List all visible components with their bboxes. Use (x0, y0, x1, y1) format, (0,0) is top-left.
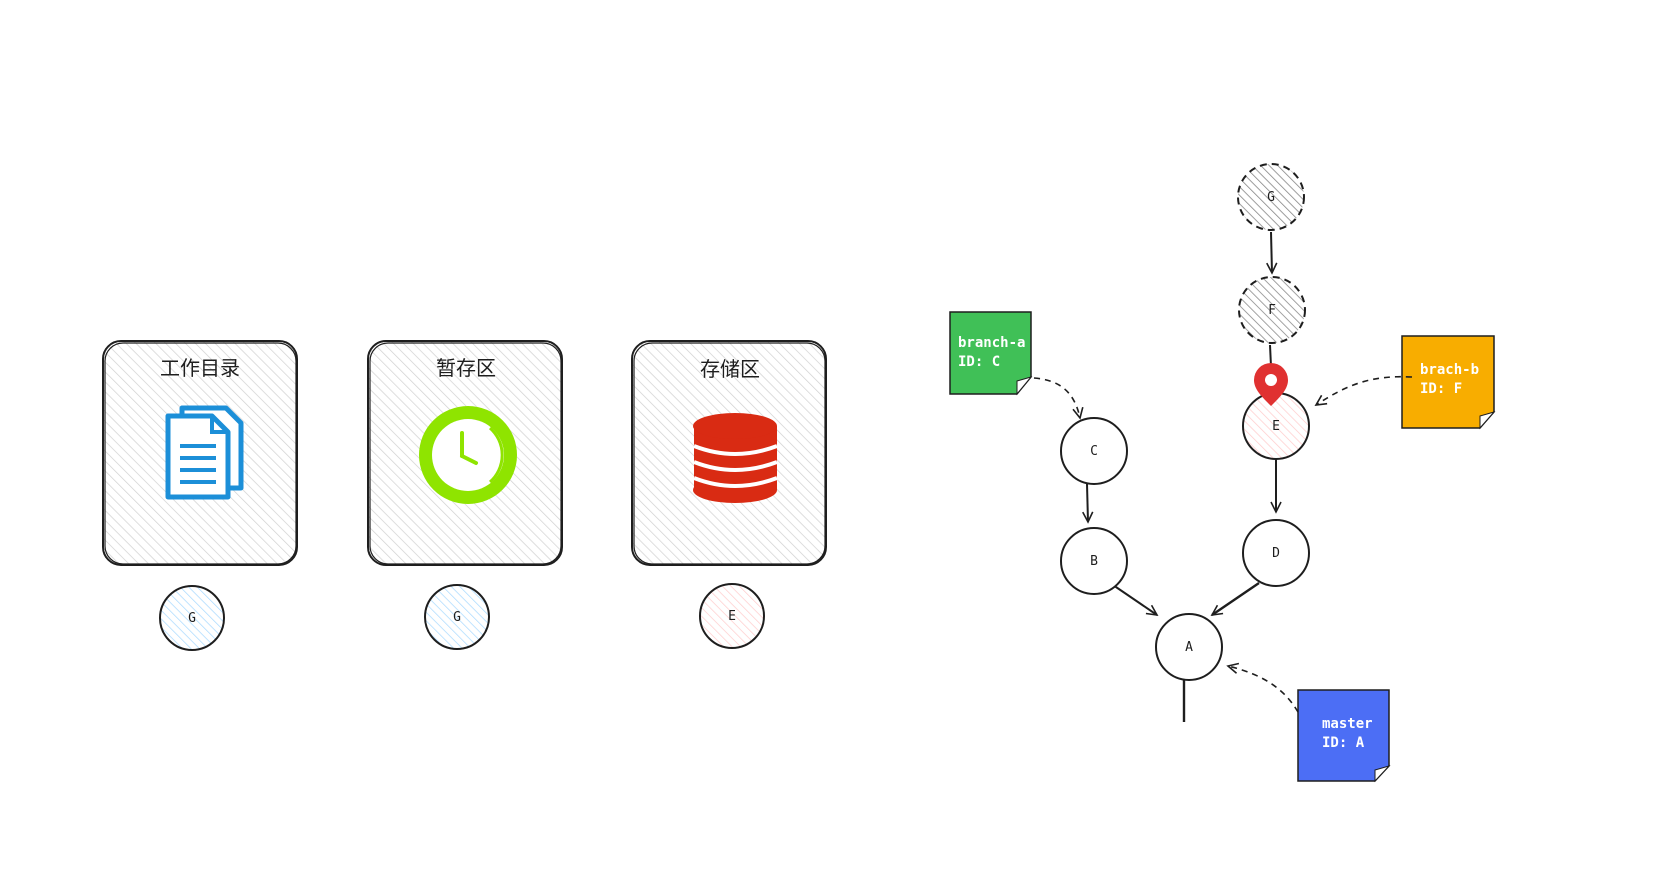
panel-working-directory: 工作目录 G (102, 340, 298, 651)
edge-b-a (1112, 584, 1159, 617)
document-icon (165, 405, 244, 500)
repository-node-label: E (728, 609, 736, 624)
commit-node-f-label: F (1268, 303, 1276, 318)
panel-staging-area: 暂存区 G (367, 340, 563, 650)
note-branch-a-name: branch-a (958, 335, 1025, 351)
note-brach-b: brach-b ID: F (1401, 335, 1496, 430)
clock-icon (419, 406, 517, 504)
panel-title-staging-area: 暂存区 (436, 356, 496, 380)
note-branch-a-id: ID: C (958, 354, 1000, 370)
panel-title-working-directory: 工作目录 (160, 356, 240, 380)
note-master: master ID: A (1297, 689, 1391, 783)
commit-node-b: B (1060, 527, 1128, 595)
note-brach-b-id: ID: F (1420, 381, 1462, 397)
note-branch-a: branch-a ID: C (949, 311, 1033, 396)
pointer-brach-b (1314, 375, 1413, 406)
repository-node: E (699, 583, 765, 649)
working-directory-node-label: G (188, 611, 196, 626)
head-pin-icon (1254, 363, 1288, 406)
commit-node-a-label: A (1185, 640, 1193, 655)
edge-g-f (1266, 231, 1278, 275)
commit-node-g-label: G (1267, 190, 1275, 205)
commit-node-a: A (1155, 613, 1223, 681)
edge-c-b (1082, 483, 1094, 524)
commit-node-d-label: D (1272, 546, 1280, 561)
note-brach-b-name: brach-b (1420, 362, 1479, 378)
commit-node-c: C (1060, 417, 1128, 485)
commit-node-c-label: C (1090, 444, 1098, 459)
commit-node-f: F (1238, 276, 1306, 344)
commit-node-e-label: E (1272, 419, 1280, 434)
staging-area-node: G (424, 584, 490, 650)
database-icon (693, 413, 778, 503)
pointer-master (1226, 662, 1299, 713)
note-master-name: master (1322, 716, 1373, 732)
pointer-branch-a (1033, 377, 1084, 420)
panel-title-repository: 存储区 (700, 357, 760, 381)
commit-node-g: G (1237, 163, 1305, 231)
commit-node-b-label: B (1090, 554, 1098, 569)
working-directory-node: G (159, 585, 225, 651)
panel-repository: 存储区 E (631, 340, 827, 649)
edge-d-a (1210, 582, 1260, 617)
commit-node-e: E (1242, 392, 1310, 460)
commit-node-d: D (1242, 519, 1310, 587)
note-master-id: ID: A (1322, 735, 1365, 751)
staging-area-node-label: G (453, 610, 461, 625)
